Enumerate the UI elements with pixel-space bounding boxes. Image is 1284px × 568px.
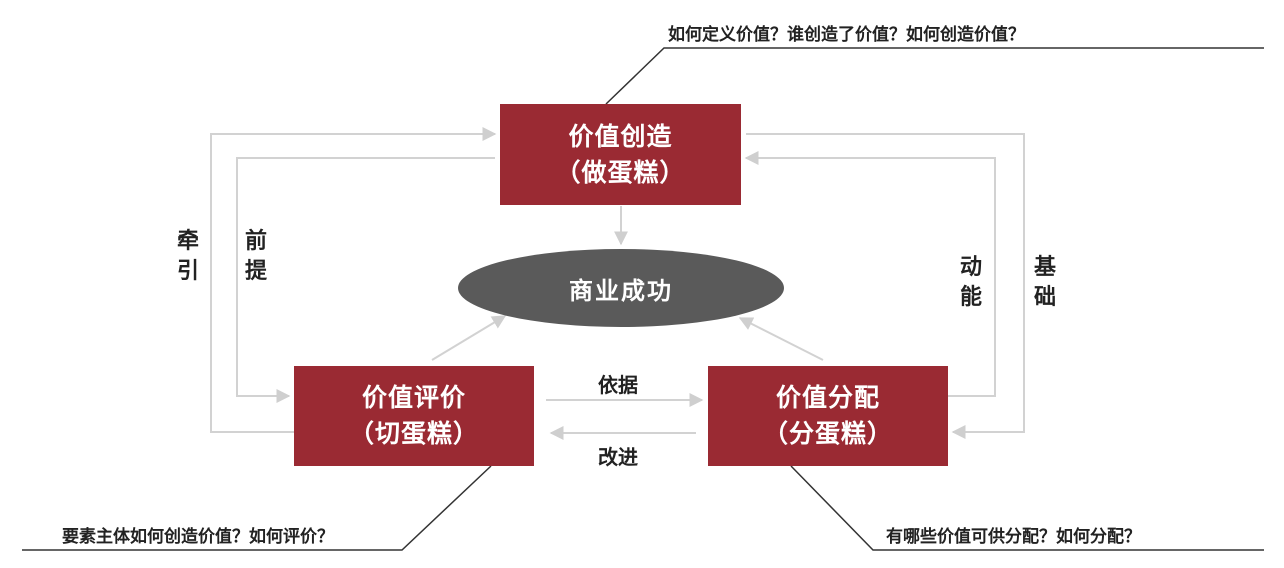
business-success-label: 商业成功 [569,275,673,305]
evaluate-to-success-arrow [431,315,507,361]
value-evaluation-box: 价值评价 （切蛋糕） [294,366,534,466]
value-creation-subtitle: （做蛋糕） [555,157,686,187]
business-success-ellipse: 商业成功 [458,249,784,327]
pull-loop-line [210,127,497,433]
improve-label: 改进 [598,445,638,469]
foundation-label: 基 础 [1033,254,1056,310]
motive-loop-line [744,151,996,397]
top-question: 如何定义价值？谁创造了价值？如何创造价值？ [668,25,1025,45]
bottom-left-callout-line [22,465,492,551]
foundation-loop-line [746,133,1025,439]
bottom-right-callout-line [790,465,1264,551]
top-callout-line [605,47,1264,105]
bottom-right-question: 有哪些价值可供分配？如何分配？ [886,527,1141,547]
value-evaluation-title: 价值评价 [361,383,466,412]
bottom-left-question: 要素主体如何创造价值？如何评价？ [62,527,334,547]
distribute-to-success-arrow [738,317,824,361]
premise-loop-line [236,157,495,403]
value-evaluation-subtitle: （切蛋糕） [348,419,479,448]
motive-label: 动 能 [959,254,982,310]
premise-label: 前 提 [244,228,267,284]
pull-label: 牵 引 [176,228,199,284]
value-creation-box: 价值创造 （做蛋糕） [500,104,741,205]
value-distribution-title: 价值分配 [775,383,880,412]
value-distribution-subtitle: （分蛋糕） [762,419,893,448]
value-creation-title: 价值创造 [568,121,673,151]
basis-label: 依据 [598,373,638,397]
value-distribution-box: 价值分配 （分蛋糕） [708,366,948,466]
